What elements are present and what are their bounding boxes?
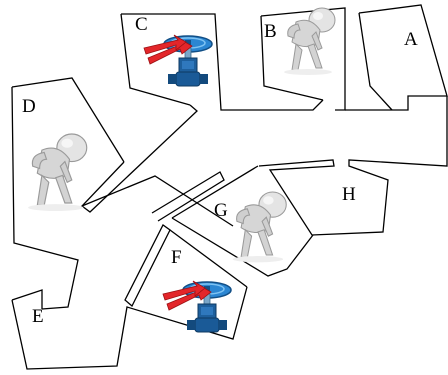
corridor-middle-wall <box>81 175 234 227</box>
person-back-pain-icon-room-d <box>27 133 88 212</box>
room-e-wall <box>11 286 248 370</box>
room-a-left-wall <box>358 12 393 111</box>
room-label-a: A <box>404 29 418 50</box>
valve-icon-room-c <box>143 34 213 87</box>
room-label-d: D <box>22 96 36 117</box>
room-label-h: H <box>342 184 356 205</box>
corridor-upper-wall <box>81 104 198 213</box>
room-label-g: G <box>214 200 228 221</box>
room-b-wall <box>260 7 346 111</box>
room-d-wall <box>11 77 125 310</box>
room-label-b: B <box>264 21 277 42</box>
room-label-e: E <box>32 306 44 327</box>
valve-icon-room-f <box>162 280 232 333</box>
room-f-wall <box>151 171 248 288</box>
room-c-left-wall <box>120 13 191 106</box>
room-label-c: C <box>135 14 148 35</box>
room-label-f: F <box>171 247 182 268</box>
person-back-pain-icon-room-b <box>283 7 336 76</box>
room-g-wall <box>171 165 314 277</box>
corridor-right-wall <box>258 96 448 236</box>
room-c-wall <box>121 13 324 111</box>
person-back-pain-icon-room-g <box>232 191 287 263</box>
